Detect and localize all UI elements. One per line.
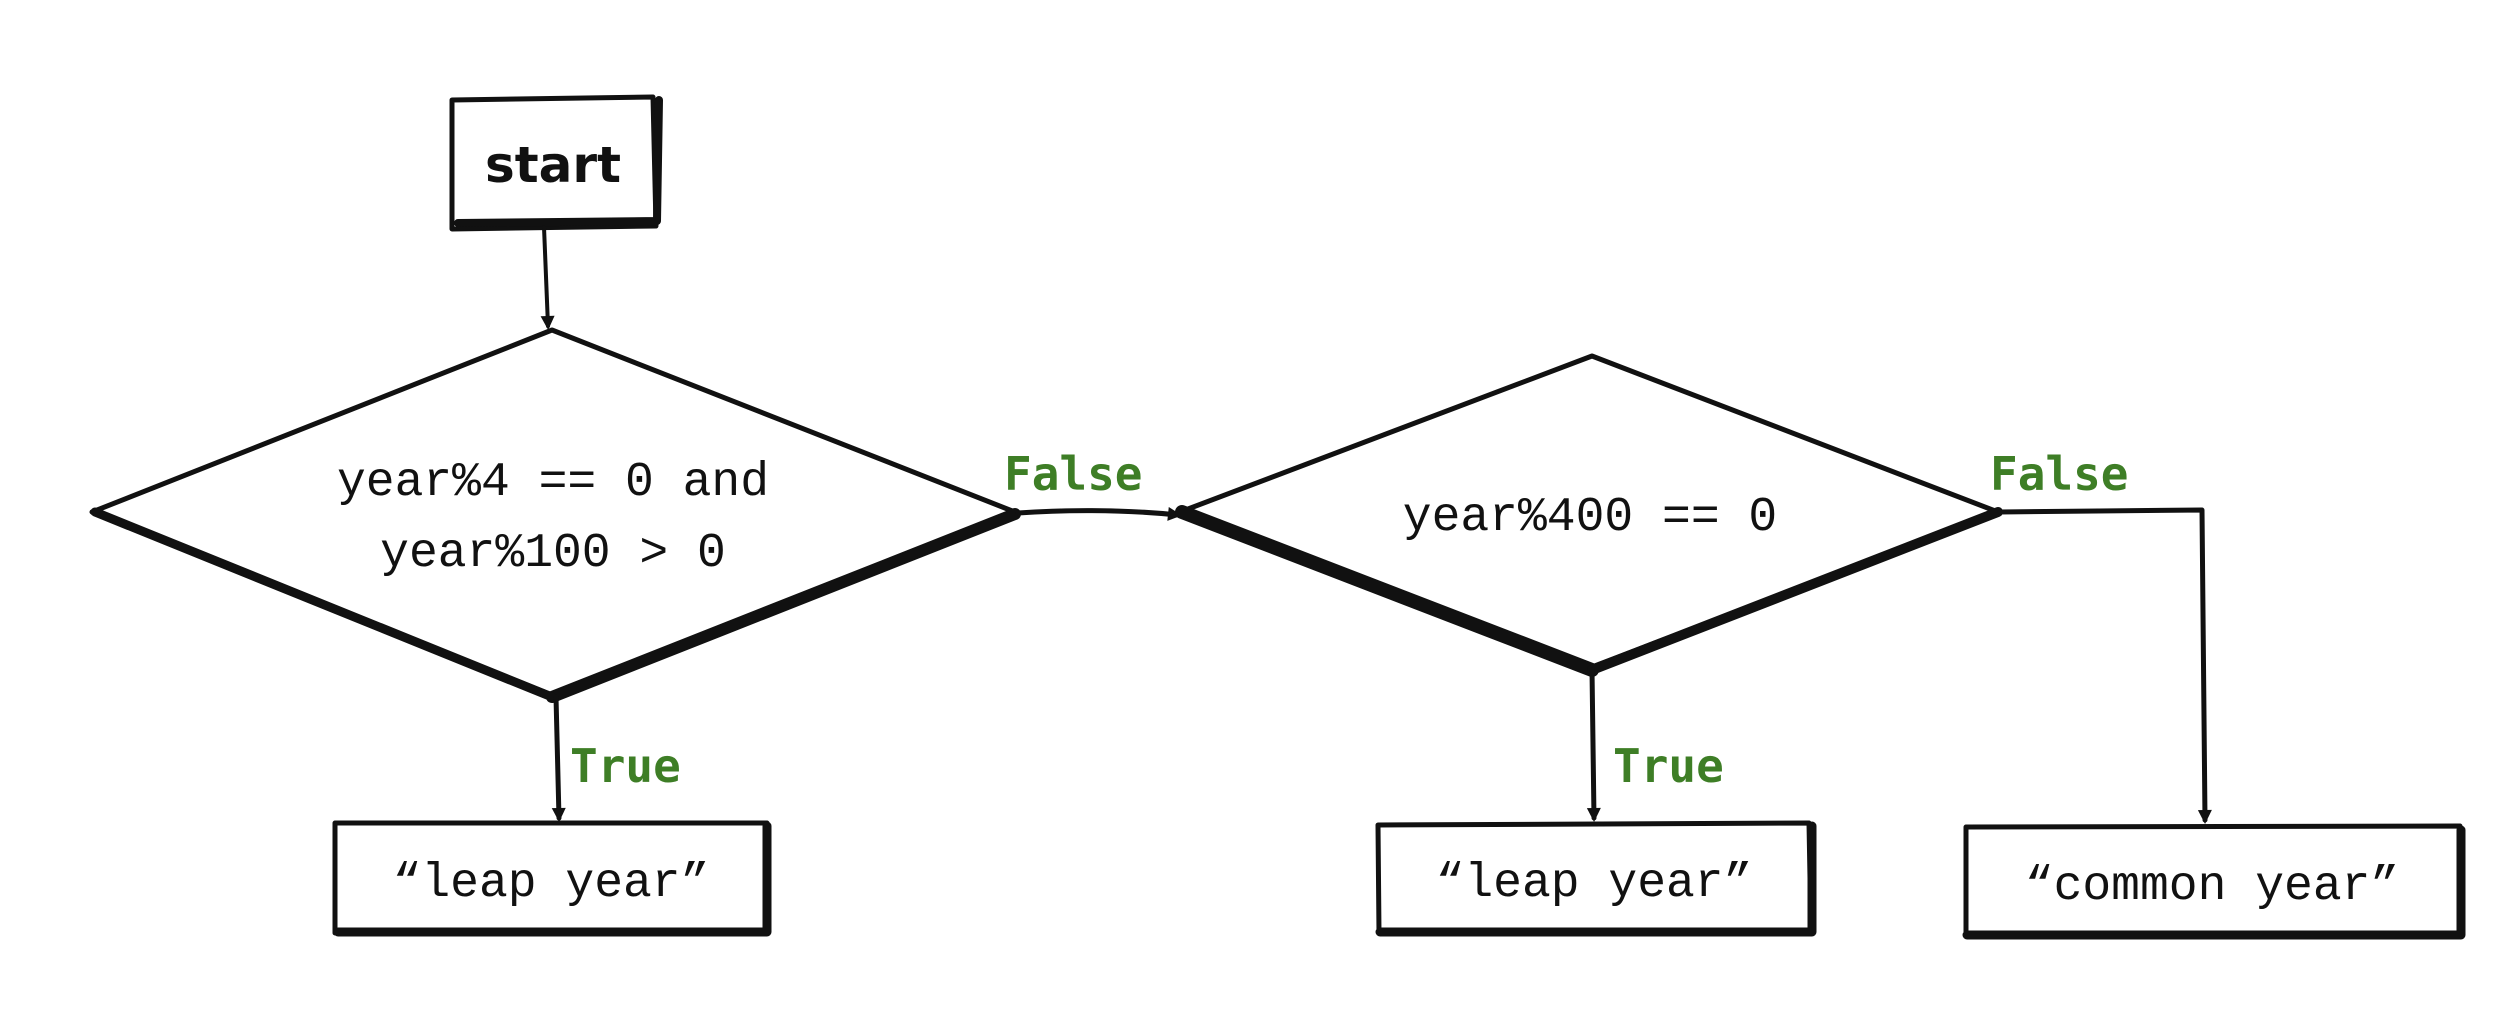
right-output-box-shadow	[1962, 825, 2466, 940]
decision1-false-label: False	[1004, 447, 1142, 501]
start-label: start	[485, 136, 621, 194]
right-output-node: “common year”	[1962, 823, 2466, 940]
decision1-false-arrow	[1015, 507, 1182, 521]
decision1-diamond-shadow-left	[90, 507, 557, 702]
middle-output-node: “leap year”	[1375, 820, 1817, 937]
left-output-label: “leap year”	[393, 857, 710, 911]
decision1-diamond	[89, 327, 1018, 698]
decision1-true-label: True	[570, 739, 681, 793]
decision2-diamond-shadow-right	[1587, 507, 2003, 675]
decision2-node: year%400 == 0	[1175, 353, 2003, 677]
right-output-label: “common year”	[2025, 860, 2399, 914]
decision2-false-label: False	[1990, 447, 2128, 501]
left-output-box-shadow	[333, 821, 772, 937]
middle-output-box-shadow	[1375, 821, 1817, 937]
decision1-line2: year%100 > 0	[380, 527, 726, 581]
start-to-decision1-arrow	[540, 225, 555, 330]
decision1-node: year%4 == 0 and year%100 > 0	[89, 327, 1021, 703]
decision2-false-arrow	[1997, 507, 2212, 824]
start-node: start	[449, 94, 663, 232]
middle-output-label: “leap year”	[1436, 857, 1753, 911]
start-box	[449, 94, 659, 232]
decision2-true-arrow	[1586, 667, 1601, 822]
left-output-node: “leap year”	[332, 820, 772, 937]
decision2-diamond-shadow-left	[1175, 505, 1599, 677]
start-box-shadow	[454, 96, 663, 227]
decision2-label: year%400 == 0	[1403, 491, 1777, 545]
decision2-true-label: True	[1613, 739, 1724, 793]
decision1-line1: year%4 == 0 and	[337, 456, 769, 510]
decision1-true-arrow	[551, 694, 566, 822]
decision1-diamond-shadow	[546, 508, 1021, 703]
